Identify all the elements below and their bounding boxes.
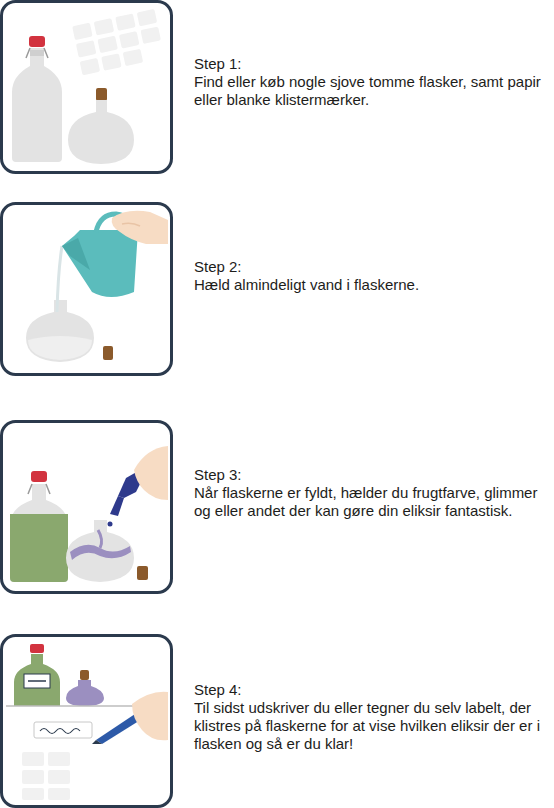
panel-frame — [2, 204, 172, 375]
step-heading: Step 2: — [194, 258, 548, 276]
step-heading: Step 1: — [194, 55, 548, 73]
step-text: Når flaskerne er fyldt, hælder du frugtf… — [194, 484, 548, 520]
step3-art — [10, 446, 168, 582]
step-text: Hæld almindeligt vand i flaskerne. — [194, 276, 548, 294]
step-text: Til sidst udskriver du eller tegner du s… — [194, 699, 548, 753]
panel-frame — [2, 2, 172, 173]
step-heading: Step 4: — [194, 681, 548, 699]
step-heading: Step 3: — [194, 466, 548, 484]
step1-art — [12, 9, 165, 164]
panel-frame — [2, 422, 172, 593]
step-text: Find eller køb nogle sjove tomme flasker… — [194, 73, 548, 109]
step2-art — [26, 211, 168, 362]
panel-frame — [2, 636, 172, 807]
step4-art — [6, 644, 168, 800]
